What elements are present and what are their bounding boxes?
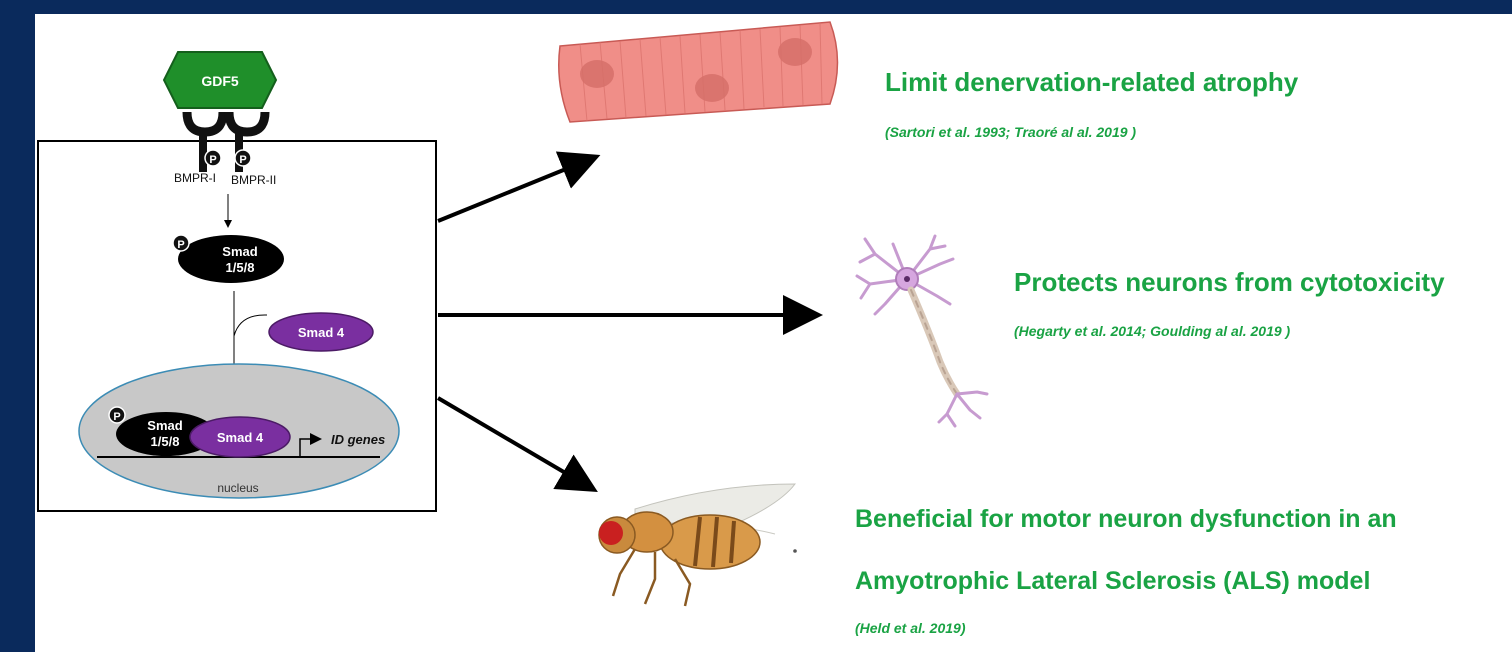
arrow-to-fly (438, 398, 591, 488)
svg-text:P: P (239, 154, 246, 166)
svg-text:Smad: Smad (222, 244, 257, 259)
muscle-fiber-illustration (559, 22, 838, 122)
nucleus-label: nucleus (217, 481, 258, 495)
bmpr-i-label: BMPR-I (174, 171, 216, 185)
outcome-citation-1: (Sartori et al. 1993; Traoré al al. 2019… (885, 124, 1136, 140)
gdf5-label: GDF5 (201, 73, 239, 89)
neuron-illustration (857, 236, 987, 426)
svg-text:Smad 4: Smad 4 (217, 430, 264, 445)
outcome-title-3b: Amyotrophic Lateral Sclerosis (ALS) mode… (855, 567, 1370, 596)
outcome-title-1: Limit denervation-related atrophy (885, 67, 1298, 98)
bmpr-ii-label: BMPR-II (231, 173, 276, 187)
pathway-diagram: GDF5 P P BMPR-I BMPR-II P Smad 1/5/8 Sma… (35, 14, 1512, 652)
slide: GDF5 P P BMPR-I BMPR-II P Smad 1/5/8 Sma… (35, 14, 1512, 652)
arrow-to-muscle (438, 158, 593, 221)
id-genes-label: ID genes (331, 432, 385, 447)
outcome-citation-3: (Held et al. 2019) (855, 620, 966, 636)
svg-text:P: P (177, 239, 184, 251)
svg-text:Smad: Smad (147, 418, 182, 433)
fly-illustration (599, 484, 797, 606)
outcome-title-2: Protects neurons from cytotoxicity (1014, 267, 1445, 298)
svg-text:1/5/8: 1/5/8 (151, 434, 180, 449)
smad158-ellipse (178, 235, 284, 283)
svg-text:P: P (113, 411, 120, 423)
outcome-title-3a: Beneficial for motor neuron dysfunction … (855, 505, 1397, 534)
outcome-citation-2: (Hegarty et al. 2014; Goulding al al. 20… (1014, 323, 1290, 339)
svg-text:P: P (209, 154, 216, 166)
svg-text:Smad 4: Smad 4 (298, 325, 345, 340)
svg-text:1/5/8: 1/5/8 (226, 260, 255, 275)
